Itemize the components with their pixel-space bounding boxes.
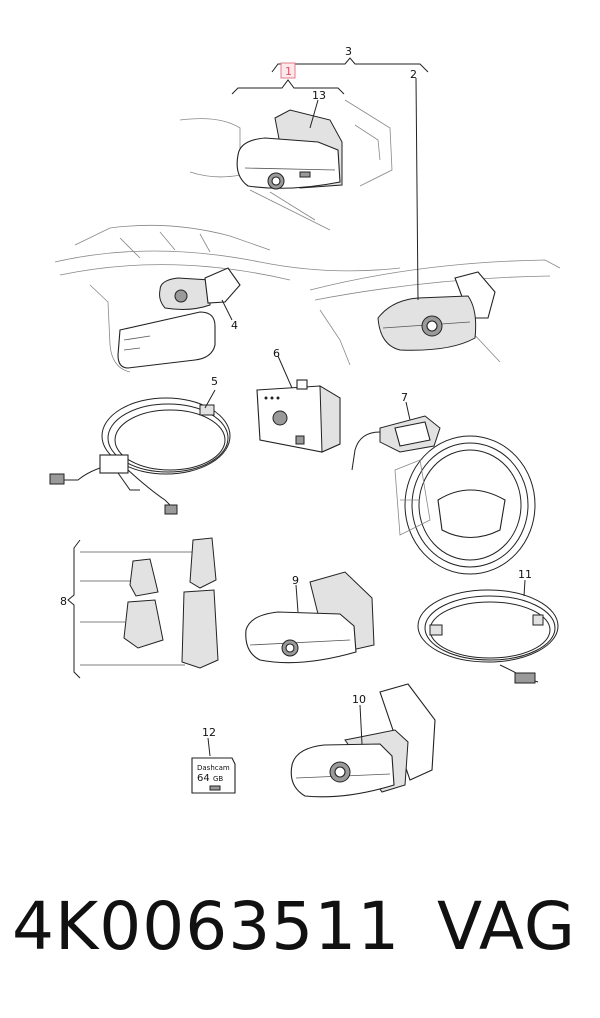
item-12-sd-card: Dashcam 64 GB 12 — [191, 726, 236, 794]
sd-card-label: Dashcam — [197, 764, 230, 772]
callout-4: 4 — [231, 319, 238, 332]
brand-name: VAG — [437, 888, 577, 965]
callout-2: 2 — [410, 68, 417, 81]
callout-11: 11 — [518, 568, 532, 581]
callout-12: 12 — [202, 726, 216, 739]
callout-1: 1 — [285, 65, 292, 78]
item-11-cable: 11 — [417, 568, 559, 684]
sd-card-capacity: 64 — [197, 773, 210, 784]
item-4-rear-camera: 4 — [117, 267, 241, 369]
callout-1-bracket: 1 — [231, 62, 345, 95]
callout-13: 13 — [312, 89, 326, 102]
callout-9: 9 — [292, 574, 299, 587]
callout-5: 5 — [211, 375, 218, 388]
item-6-control-unit: 6 — [256, 347, 341, 453]
item-7-module: 7 — [351, 391, 441, 471]
item-10-dashcam-mount: 10 — [290, 683, 436, 798]
steering-wheel — [394, 435, 536, 575]
callout-3-bracket: 3 — [271, 45, 429, 73]
callout-3: 3 — [345, 45, 352, 58]
callout-6: 6 — [273, 347, 280, 360]
callout-7: 7 — [401, 391, 408, 404]
item-13-dashcam-housing: 13 — [179, 89, 393, 231]
item-8-adhesive-pads: 8 — [60, 537, 219, 679]
callout-10: 10 — [352, 693, 366, 706]
item-5-cable-harness: 5 — [49, 375, 231, 515]
item-2-front-camera: 2 — [377, 68, 496, 351]
sd-card-unit: GB — [213, 775, 223, 783]
item-9-dashcam: 9 — [245, 571, 375, 664]
part-number: 4K0063511 — [12, 888, 401, 965]
parts-diagram: 3 1 13 — [49, 45, 561, 798]
callout-8: 8 — [60, 595, 67, 608]
